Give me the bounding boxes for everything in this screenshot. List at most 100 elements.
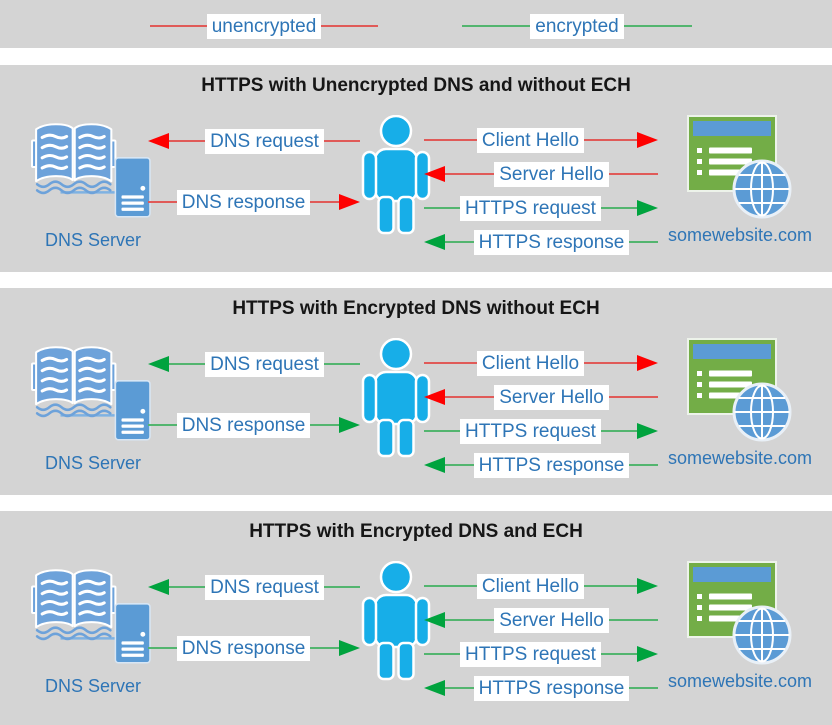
panel-title: HTTPS with Unencrypted DNS and without E… [201,75,631,96]
dns-request-label: DNS request [205,128,324,154]
arrowhead-right-icon [339,640,360,656]
dns-server-icon [30,343,152,441]
client-hello-label: Client Hello [476,127,585,153]
arrow-https-response: HTTPS response [424,452,659,478]
arrow-line [169,140,206,142]
https-request-label: HTTPS request [460,195,601,221]
legend-unencrypted-label: unencrypted [206,13,322,39]
arrowhead-right-icon [637,355,658,371]
arrow-line [600,653,637,655]
arrowhead-left-icon [148,579,169,595]
arrow-line [323,140,360,142]
website-icon [687,561,793,665]
legend-bar: unencrypted encrypted [0,0,832,48]
user-icon [358,115,434,235]
arrow-line [629,464,659,466]
legend-encrypted: encrypted [462,13,693,39]
dns-request-label: DNS request [205,574,324,600]
arrow-line [584,139,637,141]
encrypted-line [462,25,531,27]
arrow-line [629,241,659,243]
website-icon [687,115,793,219]
https-request-label: HTTPS request [460,418,601,444]
arrow-dns-response: DNS response [148,189,360,215]
arrowhead-right-icon [339,194,360,210]
arrow-dns-response: DNS response [148,412,360,438]
arrow-line [323,586,360,588]
arrow-dns-response: DNS response [148,635,360,661]
website-label: somewebsite.com [667,225,813,245]
client-hello-label: Client Hello [476,573,585,599]
arrow-line [445,173,495,175]
arrow-dns-request: DNS request [148,574,360,600]
arrowhead-left-icon [148,133,169,149]
encrypted-line [623,25,693,27]
arrow-line [445,396,495,398]
arrow-https-request: HTTPS request [424,641,658,667]
user-icon [358,561,434,681]
panel-encrypted-dns-no-ech: HTTPS with Encrypted DNS without ECH DNS… [0,288,832,495]
panel-title: HTTPS with Encrypted DNS without ECH [232,298,600,319]
arrow-line [323,363,360,365]
panel-title: HTTPS with Encrypted DNS and ECH [249,521,583,542]
arrowhead-left-icon [424,612,445,628]
arrow-client-hello: Client Hello [424,573,658,599]
arrow-line [424,585,477,587]
dns-response-label: DNS response [176,412,311,438]
panel-encrypted-dns-with-ech: HTTPS with Encrypted DNS and ECH DNS Ser… [0,511,832,725]
arrow-line [310,424,339,426]
server-hello-label: Server Hello [494,161,609,187]
arrow-client-hello: Client Hello [424,127,658,153]
unencrypted-line [321,25,379,27]
arrow-server-hello: Server Hello [424,384,659,410]
dns-server-label: DNS Server [44,453,142,473]
arrow-line [424,362,477,364]
https-response-label: HTTPS response [473,675,630,701]
arrowhead-right-icon [637,646,658,662]
arrow-line [584,585,637,587]
dns-response-label: DNS response [176,189,311,215]
https-response-label: HTTPS response [473,229,630,255]
arrow-line [445,241,474,243]
arrowhead-left-icon [424,457,445,473]
website-label: somewebsite.com [667,448,813,468]
arrow-line [424,653,461,655]
arrow-https-request: HTTPS request [424,418,658,444]
dns-server-label: DNS Server [44,230,142,250]
arrow-line [600,207,637,209]
dns-response-label: DNS response [176,635,311,661]
legend-encrypted-label: encrypted [530,13,624,39]
arrowhead-left-icon [424,166,445,182]
arrowhead-right-icon [339,417,360,433]
dns-request-label: DNS request [205,351,324,377]
arrow-line [608,619,659,621]
arrow-line [148,201,177,203]
dns-server-icon [30,566,152,664]
arrow-server-hello: Server Hello [424,161,659,187]
arrow-line [424,139,477,141]
arrowhead-right-icon [637,578,658,594]
arrow-line [445,619,495,621]
client-hello-label: Client Hello [476,350,585,376]
server-hello-label: Server Hello [494,384,609,410]
arrow-line [600,430,637,432]
dns-server-icon [30,120,152,218]
arrow-line [424,430,461,432]
website-icon [687,338,793,442]
server-hello-label: Server Hello [494,607,609,633]
arrow-line [424,207,461,209]
arrow-line [445,687,474,689]
arrowhead-left-icon [424,680,445,696]
arrow-line [310,647,339,649]
https-response-label: HTTPS response [473,452,630,478]
arrow-line [169,363,206,365]
arrowhead-right-icon [637,423,658,439]
user-icon [358,338,434,458]
arrow-dns-request: DNS request [148,128,360,154]
arrowhead-left-icon [424,234,445,250]
https-request-label: HTTPS request [460,641,601,667]
arrow-client-hello: Client Hello [424,350,658,376]
arrow-dns-request: DNS request [148,351,360,377]
arrow-line [584,362,637,364]
